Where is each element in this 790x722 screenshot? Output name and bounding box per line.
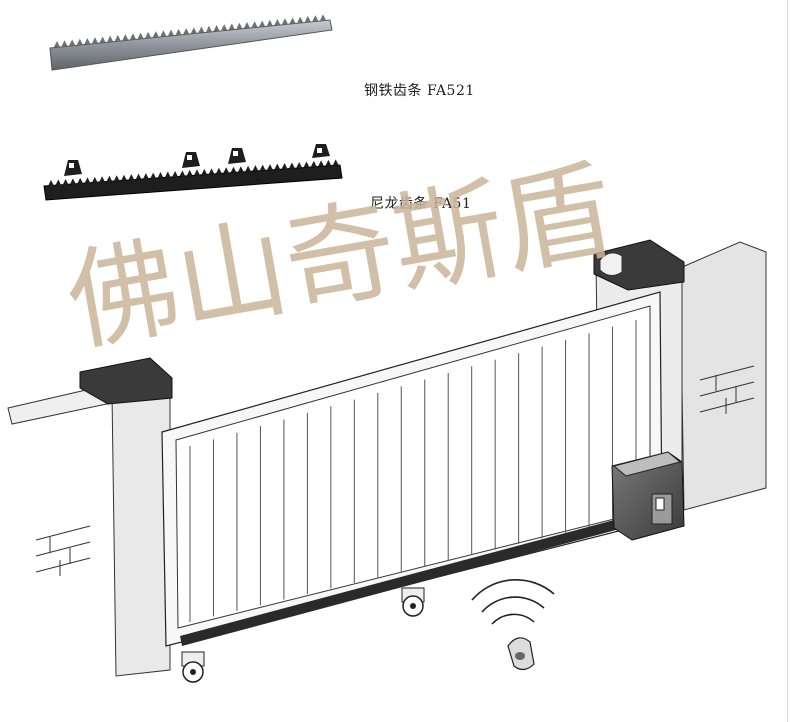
nylon-rack-label: 尼龙齿条 FA51 xyxy=(370,196,472,212)
gate-motor xyxy=(611,451,685,541)
remote-control-icon xyxy=(507,637,535,671)
right-border-line xyxy=(787,0,788,722)
sliding-gate xyxy=(161,291,663,683)
left-wall xyxy=(7,383,117,576)
steel-gear-rack xyxy=(49,14,333,71)
gate-wheel-right xyxy=(401,587,425,617)
gate-wheel-left xyxy=(181,651,205,683)
steel-rack-label: 钢铁齿条 FA521 xyxy=(364,83,475,99)
signal-waves-icon xyxy=(471,579,555,625)
nylon-gear-rack xyxy=(43,144,343,201)
left-pillar xyxy=(79,357,173,677)
